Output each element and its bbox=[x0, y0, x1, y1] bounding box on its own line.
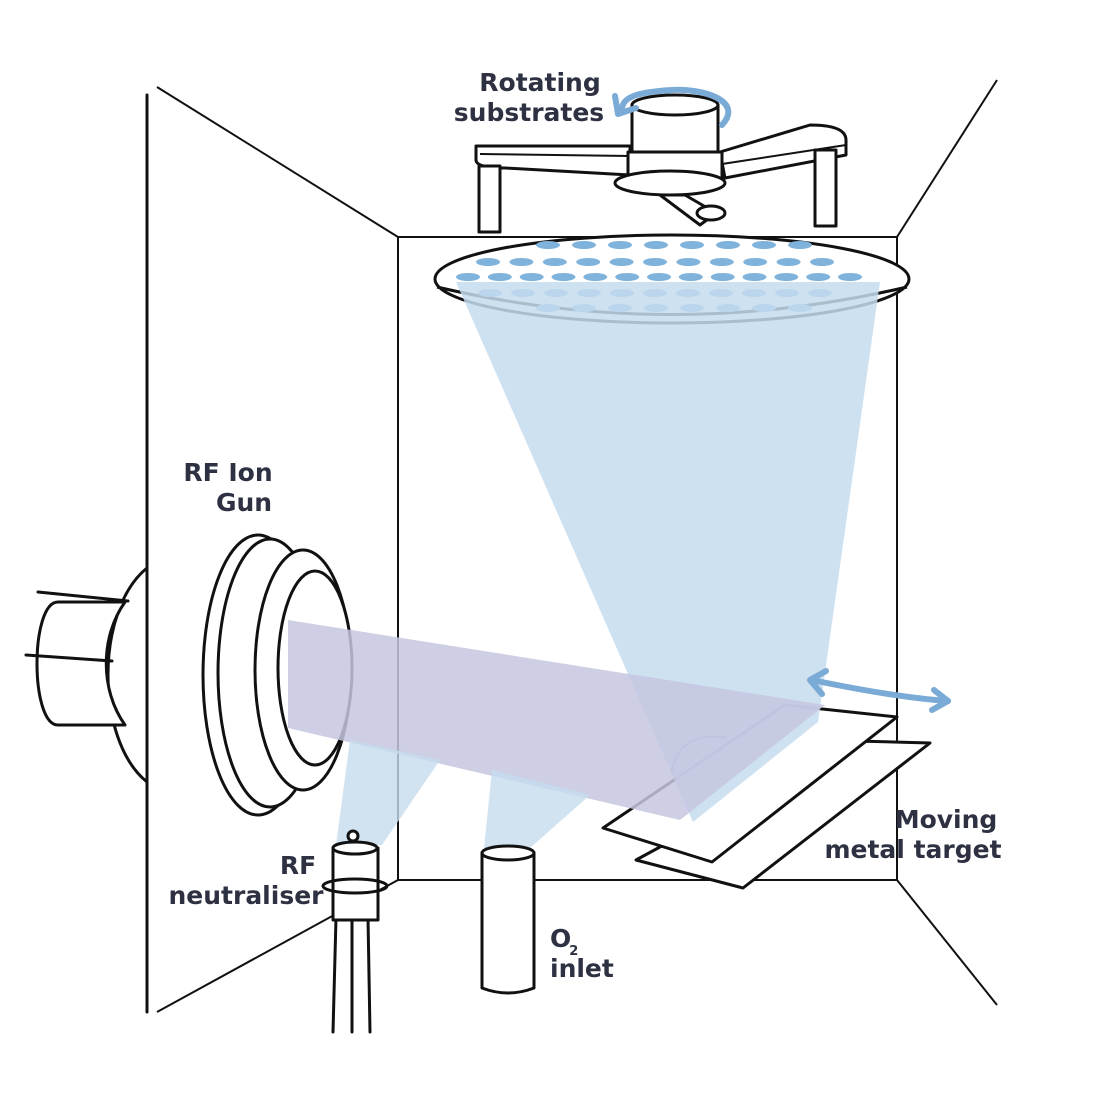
substrate-wafer bbox=[615, 273, 640, 281]
oxygen-inlet bbox=[480, 844, 536, 995]
label-rotating: Rotating bbox=[479, 68, 600, 97]
target-motion-arrow bbox=[807, 668, 951, 713]
neutraliser-lead-3 bbox=[366, 916, 372, 1034]
substrate-wafer bbox=[774, 273, 799, 281]
oxygen-inlet-opening bbox=[480, 844, 536, 862]
substrate-wafer bbox=[643, 258, 667, 266]
substrate-wafer bbox=[776, 258, 801, 266]
substrate-wafer bbox=[742, 273, 767, 281]
target-motion-arrow-path bbox=[809, 677, 951, 704]
label-moving: Moving bbox=[895, 805, 998, 834]
label-o2-subscript: 2 bbox=[569, 944, 578, 959]
substrate-wafer bbox=[542, 258, 567, 266]
chamber-walls bbox=[145, 79, 998, 1014]
rotation-arrow-path bbox=[618, 86, 732, 128]
rotation-arrow-head bbox=[612, 93, 639, 117]
target-motion-arrow-head-left bbox=[807, 668, 829, 697]
ion-beam bbox=[288, 620, 825, 820]
label-inlet: inlet bbox=[550, 954, 614, 983]
label-rf: RF bbox=[280, 851, 316, 880]
substrate-wafer bbox=[806, 273, 831, 281]
substrate-wafer bbox=[810, 258, 834, 266]
substrate-wafer bbox=[676, 258, 701, 266]
substrate-wafer bbox=[519, 273, 544, 281]
substrate-wafer bbox=[509, 258, 534, 266]
substrate-wafer bbox=[680, 241, 704, 249]
support-arm-right-line bbox=[721, 144, 847, 165]
substrate-wafer bbox=[743, 258, 768, 266]
label-o2-main: O bbox=[550, 924, 571, 953]
substrate-wafer bbox=[709, 258, 734, 266]
support-arm-right bbox=[718, 123, 848, 180]
ion-gun-housing bbox=[24, 566, 149, 784]
rotation-arrow bbox=[612, 86, 732, 128]
label-rf-ion: RF Ion bbox=[183, 458, 272, 487]
substrate-wafer bbox=[716, 241, 740, 249]
support-post-right bbox=[813, 148, 838, 228]
substrate-wafer bbox=[752, 241, 776, 249]
substrate-wafer bbox=[609, 258, 634, 266]
substrate-wafer bbox=[536, 241, 560, 249]
neutraliser-body bbox=[331, 846, 380, 922]
substrate-wafer bbox=[838, 273, 862, 281]
substrate-wafer bbox=[608, 241, 632, 249]
substrate-wafer bbox=[572, 241, 596, 249]
left-wall-top-edge bbox=[156, 86, 399, 238]
rotation-hub-base bbox=[613, 169, 727, 197]
ion-gun-rear-body bbox=[35, 600, 127, 727]
label-neutraliser: neutraliser bbox=[168, 881, 324, 910]
label-metal-target: metal target bbox=[824, 835, 1001, 864]
substrate-wafer bbox=[456, 273, 480, 281]
oxygen-flow bbox=[484, 770, 590, 848]
substrate-wafer bbox=[551, 273, 576, 281]
labels: Rotating substrates RF Ion Gun RF neutra… bbox=[168, 68, 1001, 983]
oxygen-inlet-tube bbox=[480, 851, 536, 995]
neutraliser-lead-1 bbox=[331, 916, 338, 1034]
substrate-wafer bbox=[678, 273, 703, 281]
substrate-wafer bbox=[647, 273, 671, 281]
label-o2: O2 bbox=[550, 924, 578, 959]
sputter-plume bbox=[456, 282, 880, 822]
substrate-wafer bbox=[788, 241, 812, 249]
substrate-wafer bbox=[583, 273, 608, 281]
right-wall-bottom-edge bbox=[896, 879, 998, 1006]
ion-gun-cable-lower bbox=[24, 653, 114, 663]
substrate-wafer bbox=[644, 241, 668, 249]
hub-connector-end bbox=[695, 204, 727, 222]
neutraliser-collar bbox=[321, 877, 389, 895]
support-post-left bbox=[477, 164, 502, 234]
label-substrates: substrates bbox=[454, 98, 604, 127]
ion-gun-cable-upper bbox=[36, 590, 130, 603]
label-gun: Gun bbox=[216, 488, 272, 517]
substrate-wafer bbox=[476, 258, 500, 266]
substrate-wafer bbox=[576, 258, 601, 266]
neutraliser-beam bbox=[336, 740, 440, 845]
neutraliser-tip bbox=[346, 829, 360, 843]
support-arm-left-line bbox=[479, 153, 631, 157]
right-wall-top-edge bbox=[896, 79, 998, 238]
substrate-wafer bbox=[710, 273, 735, 281]
substrate-wafer bbox=[487, 273, 512, 281]
rf-neutraliser bbox=[321, 829, 389, 1034]
rotation-shaft-top bbox=[630, 93, 720, 117]
neutraliser-top bbox=[331, 840, 379, 856]
target-motion-arrow-head-right bbox=[929, 687, 951, 713]
